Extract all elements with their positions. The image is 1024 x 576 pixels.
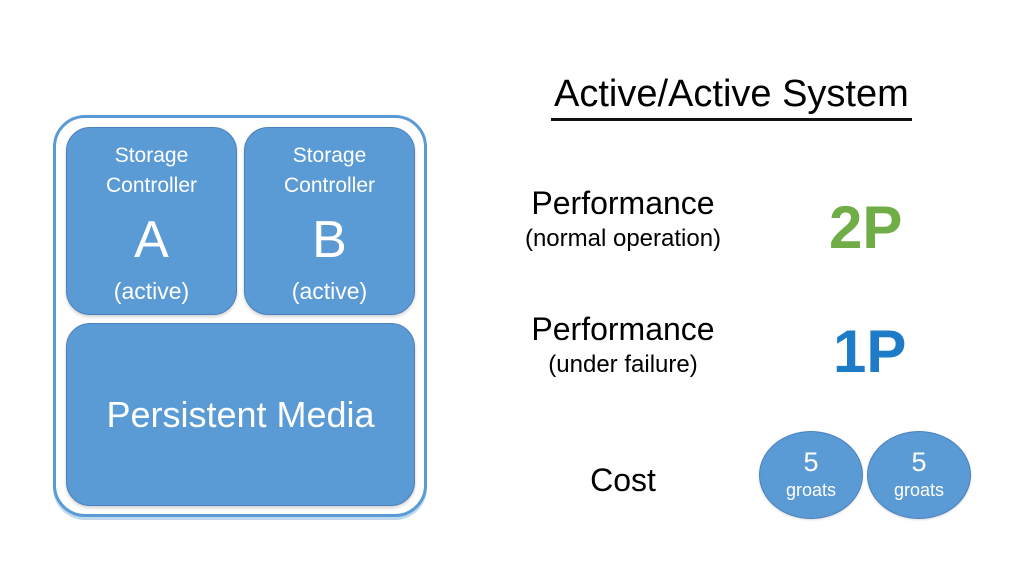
- performance-failure-label-sub: (under failure): [548, 350, 698, 378]
- performance-failure-label-main: Performance: [531, 311, 715, 347]
- storage-system-chassis: Storage Controller A (active) Storage Co…: [53, 115, 427, 517]
- cost-coin-1-amount: 5: [803, 447, 819, 478]
- controller-box-b: Storage Controller B (active): [244, 127, 415, 315]
- persistent-media-box: Persistent Media: [66, 323, 415, 506]
- controller-box-a: Storage Controller A (active): [66, 127, 237, 315]
- page-title: Active/Active System: [551, 73, 912, 121]
- controller-b-label: Storage Controller: [283, 144, 376, 197]
- cost-label: Cost: [478, 462, 768, 499]
- controller-a-label: Storage Controller: [105, 144, 198, 197]
- cost-coin-1: 5 groats: [759, 431, 863, 519]
- controller-b-letter: B: [312, 210, 347, 269]
- controller-b-state: (active): [291, 277, 368, 304]
- performance-normal-label-main: Performance: [531, 185, 715, 221]
- performance-failure-label: Performance (under failure): [478, 311, 768, 378]
- cost-coin-2-amount: 5: [911, 447, 927, 478]
- cost-coin-2-unit: groats: [893, 480, 945, 501]
- performance-normal-label: Performance (normal operation): [478, 185, 768, 252]
- persistent-media-label: Persistent Media: [106, 393, 375, 435]
- cost-coin-2: 5 groats: [867, 431, 971, 519]
- controller-a-state: (active): [113, 277, 190, 304]
- performance-normal-value: 2P: [829, 194, 903, 261]
- cost-coin-1-unit: groats: [785, 480, 837, 501]
- controller-a-letter: A: [134, 210, 169, 269]
- performance-normal-label-sub: (normal operation): [524, 224, 722, 252]
- performance-failure-value: 1P: [833, 318, 907, 385]
- cost-label-main: Cost: [590, 462, 656, 498]
